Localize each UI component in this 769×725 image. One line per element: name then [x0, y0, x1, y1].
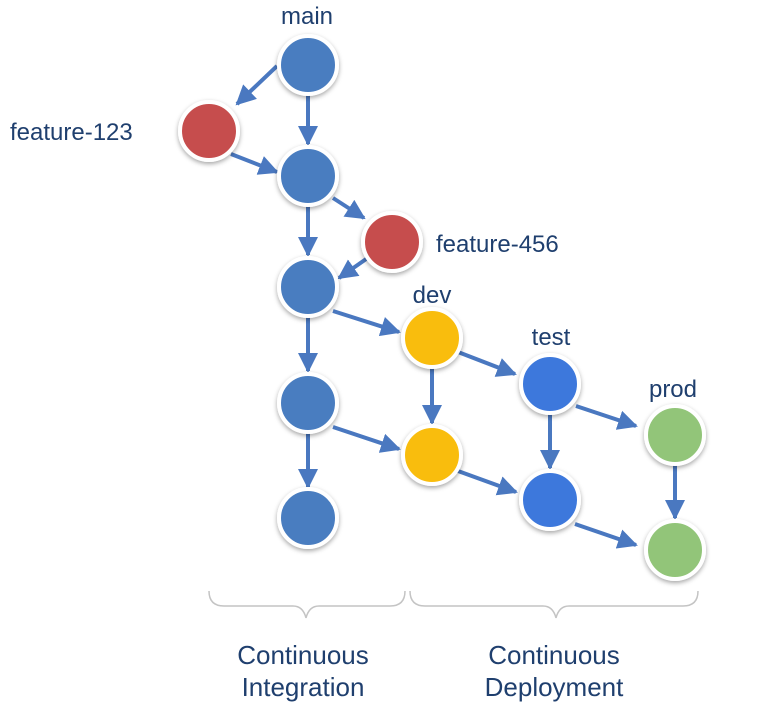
commit-main-3 — [277, 256, 339, 318]
edge-dev1-test1 — [457, 350, 517, 377]
brace-continuous-integration — [208, 590, 406, 619]
edges — [230, 64, 685, 549]
brace-continuous-deployment — [409, 590, 699, 619]
section-cd-line2: Deployment — [485, 672, 625, 702]
commit-feature-123 — [178, 100, 240, 162]
label-dev: dev — [413, 282, 452, 309]
edge-main1-feature123 — [235, 64, 279, 106]
label-test: test — [532, 324, 571, 351]
commit-main-2 — [277, 145, 339, 207]
edge-main2-feature456 — [331, 196, 366, 220]
commit-main-4 — [277, 372, 339, 434]
commit-test-2 — [519, 469, 581, 531]
edge-test1-prod1 — [575, 404, 638, 430]
edge-feature456-main3 — [337, 255, 371, 280]
edge-main3-dev1 — [332, 309, 401, 337]
label-main: main — [281, 3, 333, 30]
edge-feature123-main2 — [230, 152, 279, 175]
commit-feature-456 — [361, 211, 423, 273]
nodes — [178, 34, 706, 581]
section-cd-line1: Continuous — [488, 640, 620, 670]
edge-main4-dev2 — [332, 425, 401, 453]
label-prod: prod — [649, 376, 697, 403]
edge-dev2-test2 — [457, 469, 518, 496]
commit-dev-2 — [401, 424, 463, 486]
section-ci-line1: Continuous — [237, 640, 369, 670]
commit-dev-1 — [401, 307, 463, 369]
commit-prod-1 — [644, 404, 706, 466]
label-feature-123: feature-123 — [10, 119, 133, 146]
commit-main-5 — [277, 487, 339, 549]
label-feature-456: feature-456 — [436, 231, 559, 258]
commit-test-1 — [519, 353, 581, 415]
commit-main-1 — [277, 34, 339, 96]
edge-test2-prod2 — [574, 522, 638, 549]
commit-prod-2 — [644, 519, 706, 581]
section-ci-line2: Integration — [242, 672, 365, 702]
